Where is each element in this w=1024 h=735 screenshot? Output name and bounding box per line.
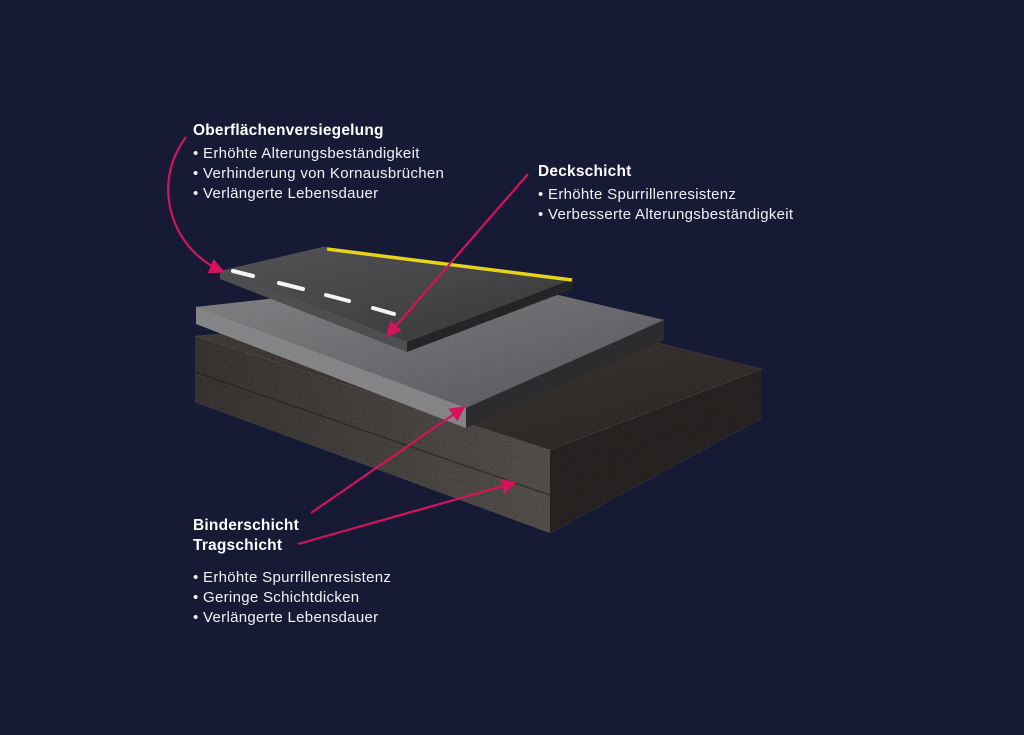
surface-seal-bullets: Erhöhte Alterungsbeständigkeit Verhinder… — [193, 144, 444, 204]
list-item: Geringe Schichtdicken — [193, 588, 391, 608]
arrow-binder-course — [310, 406, 466, 514]
list-item: Verbesserte Alterungsbeständigkeit — [538, 205, 793, 225]
list-item: Erhöhte Alterungsbeständigkeit — [193, 144, 444, 164]
base-courses-label: Binderschicht Tragschicht Erhöhte Spurri… — [193, 516, 391, 628]
wearing-course-label: Deckschicht Erhöhte Spurrillenresistenz … — [538, 162, 793, 225]
arrow-wearing-course — [385, 173, 529, 338]
list-item: Verlängerte Lebensdauer — [193, 608, 391, 628]
wearing-course-bullets: Erhöhte Spurrillenresistenz Verbesserte … — [538, 185, 793, 225]
base-courses-bullets: Erhöhte Spurrillenresistenz Geringe Schi… — [193, 568, 391, 628]
arrow-surface-seal — [167, 136, 225, 274]
list-item: Erhöhte Spurrillenresistenz — [538, 185, 793, 205]
list-item: Verhinderung von Kornausbrüchen — [193, 164, 444, 184]
surface-seal-slab — [220, 247, 573, 352]
callout-arrows — [167, 136, 529, 546]
base-course-title: Tragschicht — [193, 537, 283, 554]
surface-seal-label: Oberflächenversiegelung Erhöhte Alterung… — [193, 121, 444, 204]
list-item: Erhöhte Spurrillenresistenz — [193, 568, 391, 588]
wearing-course-title: Deckschicht — [538, 163, 632, 180]
binder-course-title: Binderschicht — [193, 517, 299, 534]
white-dashed-lane — [231, 269, 396, 316]
list-item: Verlängerte Lebensdauer — [193, 184, 444, 204]
surface-seal-title: Oberflächenversiegelung — [193, 122, 384, 139]
arrow-base-course — [297, 478, 517, 546]
